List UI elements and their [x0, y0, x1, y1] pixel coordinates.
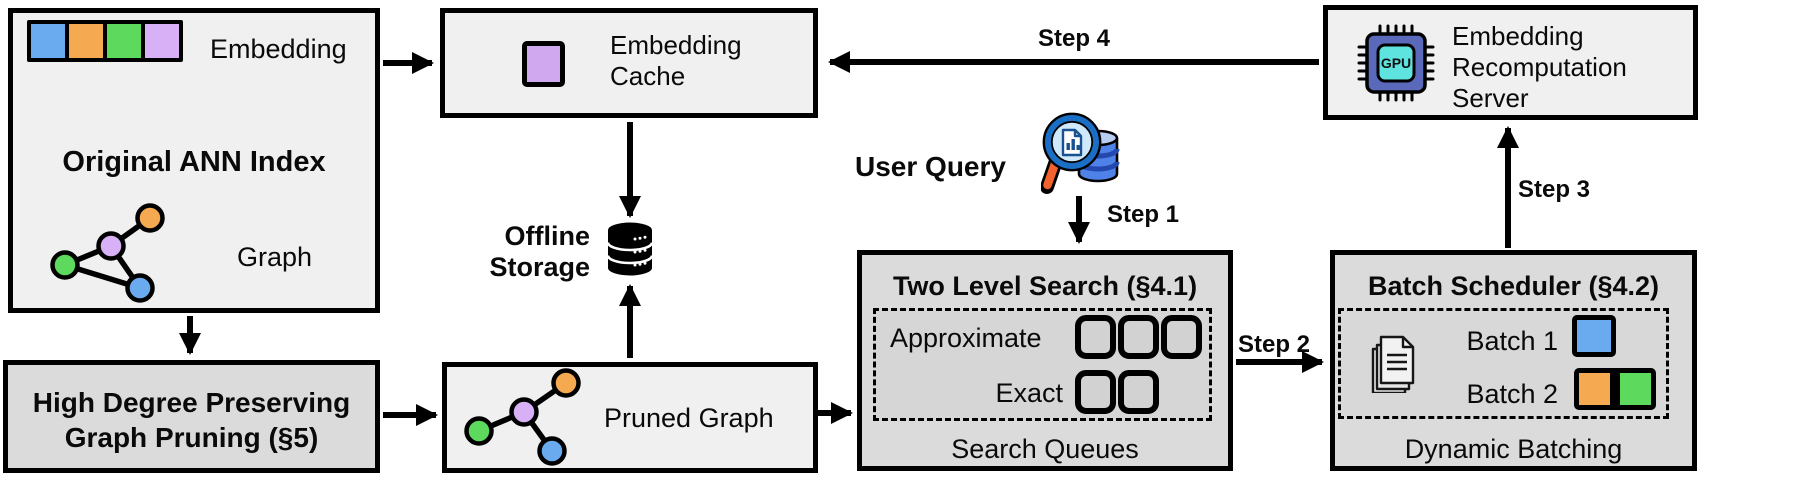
batch2-label: Batch 2 [1466, 379, 1558, 409]
original-ann-index-box: Embedding Original ANN Index Graph [8, 8, 380, 313]
exact-label: Exact [995, 378, 1063, 408]
dynamic-batching-label: Dynamic Batching [1404, 434, 1623, 464]
ann-index-title: Original ANN Index [62, 146, 326, 178]
batch1-label: Batch 1 [1466, 326, 1558, 356]
recomputation-server-box: GPU Embedding Recomputation Server [1323, 5, 1698, 120]
pruned-graph-box: Pruned Graph [442, 362, 818, 473]
cached-embedding-icon [522, 41, 565, 87]
batch-scheduler-box: Batch Scheduler (§4.2) Batch 1 Batch 2 D… [1330, 250, 1697, 471]
pruned-graph-icon [464, 368, 581, 466]
offline-storage-label: Offline Storage [489, 221, 590, 282]
approximate-label: Approximate [890, 323, 1042, 353]
query-magnifier-icon [1041, 112, 1120, 194]
queue-slot [1075, 370, 1116, 414]
embedding-vector-icon [27, 20, 183, 62]
two-level-search-box: Two Level Search (§4.1) Approximate Exac… [857, 250, 1233, 471]
gpu-chip-icon: GPU [1357, 24, 1435, 102]
graph-pruning-title: High Degree Preserving Graph Pruning (§5… [8, 385, 375, 455]
graph-label: Graph [237, 242, 313, 272]
embedding-cell-green [107, 24, 141, 58]
batch2-query-green [1615, 368, 1656, 410]
graph-pruning-box: High Degree Preserving Graph Pruning (§5… [3, 360, 380, 473]
embedding-cache-box: Embedding Cache [440, 8, 818, 118]
step2-label: Step 2 [1238, 331, 1311, 358]
step4-label: Step 4 [1038, 25, 1111, 52]
batch2-query-orange [1574, 368, 1615, 410]
step3-label: Step 3 [1518, 176, 1591, 203]
queue-slot [1161, 315, 1202, 359]
two-level-search-title: Two Level Search (§4.1) [892, 271, 1198, 301]
graph-pruning-title-line2: Graph Pruning (§5) [64, 422, 319, 453]
database-icon [606, 222, 654, 276]
queue-slot [1118, 315, 1159, 359]
embedding-cell-purple [145, 24, 179, 58]
documents-icon [1371, 335, 1415, 393]
embedding-cache-title: Embedding Cache [610, 30, 742, 91]
queue-slot [1118, 370, 1159, 414]
embedding-cell-orange [69, 24, 103, 58]
search-queues-label: Search Queues [951, 434, 1139, 464]
embedding-cell-blue [31, 24, 65, 58]
queue-slot [1075, 315, 1116, 359]
gpu-text: GPU [1381, 55, 1411, 71]
step1-label: Step 1 [1107, 201, 1180, 228]
pruned-graph-label: Pruned Graph [604, 403, 774, 433]
recomputation-server-title: Embedding Recomputation Server [1452, 21, 1627, 113]
graph-pruning-title-line1: High Degree Preserving [32, 387, 351, 418]
approximate-queue-slots [1075, 315, 1202, 359]
embedding-label: Embedding [210, 34, 347, 64]
exact-queue-slots [1075, 370, 1159, 414]
batch-scheduler-title: Batch Scheduler (§4.2) [1367, 271, 1660, 301]
batch1-query-blue [1572, 315, 1616, 357]
user-query-label: User Query [855, 151, 1006, 182]
graph-icon [50, 203, 165, 303]
